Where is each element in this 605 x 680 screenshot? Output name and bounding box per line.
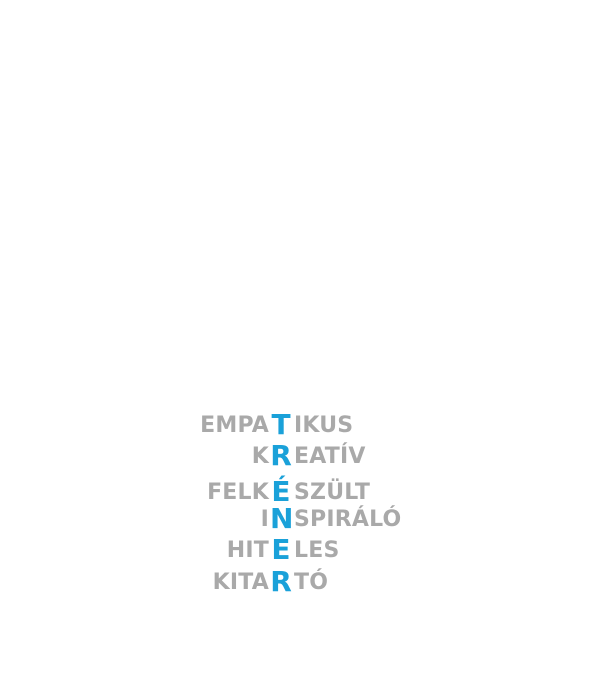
word-suffix: TÓ — [294, 570, 329, 595]
word-prefix: HIT — [226, 538, 269, 563]
key-letter: N — [270, 502, 294, 535]
word-prefix: EMPA — [200, 413, 269, 438]
acrostic-row-kreativ: K R EATÍV — [0, 439, 605, 473]
word-prefix: FELK — [207, 480, 269, 505]
word-prefix: K — [251, 444, 269, 469]
word-suffix: IKUS — [294, 413, 354, 438]
key-letter: R — [270, 439, 292, 472]
acrostic-row-felkeszult: FELK É SZÜLT — [0, 475, 605, 509]
word-prefix: KITA — [212, 570, 269, 595]
acrostic-row-inspiralo: I N SPIRÁLÓ — [0, 502, 605, 536]
word-prefix: I — [260, 507, 269, 532]
acrostic-row-hiteles: HIT E LES — [0, 533, 605, 567]
key-letter: R — [270, 565, 292, 598]
key-letter: É — [271, 475, 291, 508]
key-letter: T — [271, 408, 291, 441]
key-letter: E — [271, 533, 291, 566]
acrostic-row-kitarto: KITA R TÓ — [0, 565, 605, 599]
acrostic-row-empatikus: EMPA T IKUS — [0, 408, 605, 442]
word-suffix: LES — [294, 538, 340, 563]
word-suffix: SPIRÁLÓ — [294, 507, 402, 532]
word-suffix: EATÍV — [294, 444, 366, 469]
word-suffix: SZÜLT — [294, 480, 371, 505]
